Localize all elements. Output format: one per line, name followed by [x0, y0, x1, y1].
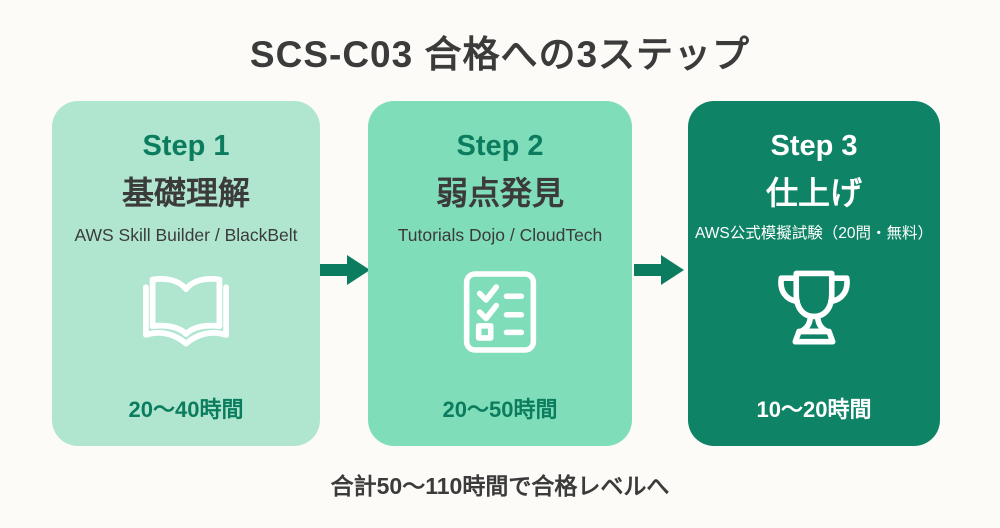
step-2-hours: 20〜50時間 — [442, 397, 558, 422]
step-3-label: Step 3 — [770, 130, 858, 162]
step-2-subtitle: Tutorials Dojo / CloudTech — [397, 224, 603, 245]
step-card-1: Step 1 基礎理解 AWS Skill Builder / BlackBel… — [52, 101, 320, 446]
step-card-2: Step 2 弱点発見 Tutorials Dojo / CloudTech 2… — [368, 101, 632, 446]
step-3-hours: 10〜20時間 — [756, 397, 872, 422]
open-book-icon — [136, 268, 236, 356]
step-1-heading: 基礎理解 — [121, 174, 250, 211]
page-title: SCS-C03 合格への3ステップ — [249, 34, 751, 75]
step-3-subtitle: AWS公式模擬試験（20問・無料） — [695, 224, 933, 242]
step-1-subtitle: AWS Skill Builder / BlackBelt — [74, 224, 298, 245]
arrow-right-icon — [634, 250, 684, 290]
step-3-heading: 仕上げ — [765, 174, 862, 211]
step-card-3: Step 3 仕上げ AWS公式模擬試験（20問・無料） 10〜20時間 — [688, 101, 940, 446]
trophy-icon — [770, 265, 858, 353]
step-1-hours: 20〜40時間 — [128, 397, 244, 422]
arrow-right-icon — [320, 250, 370, 290]
checklist-icon — [462, 268, 538, 356]
step-2-heading: 弱点発見 — [435, 174, 564, 211]
step-2-label: Step 2 — [456, 130, 544, 162]
summary-text: 合計50〜110時間で合格レベルへ — [330, 473, 670, 499]
step-1-label: Step 1 — [142, 130, 230, 162]
